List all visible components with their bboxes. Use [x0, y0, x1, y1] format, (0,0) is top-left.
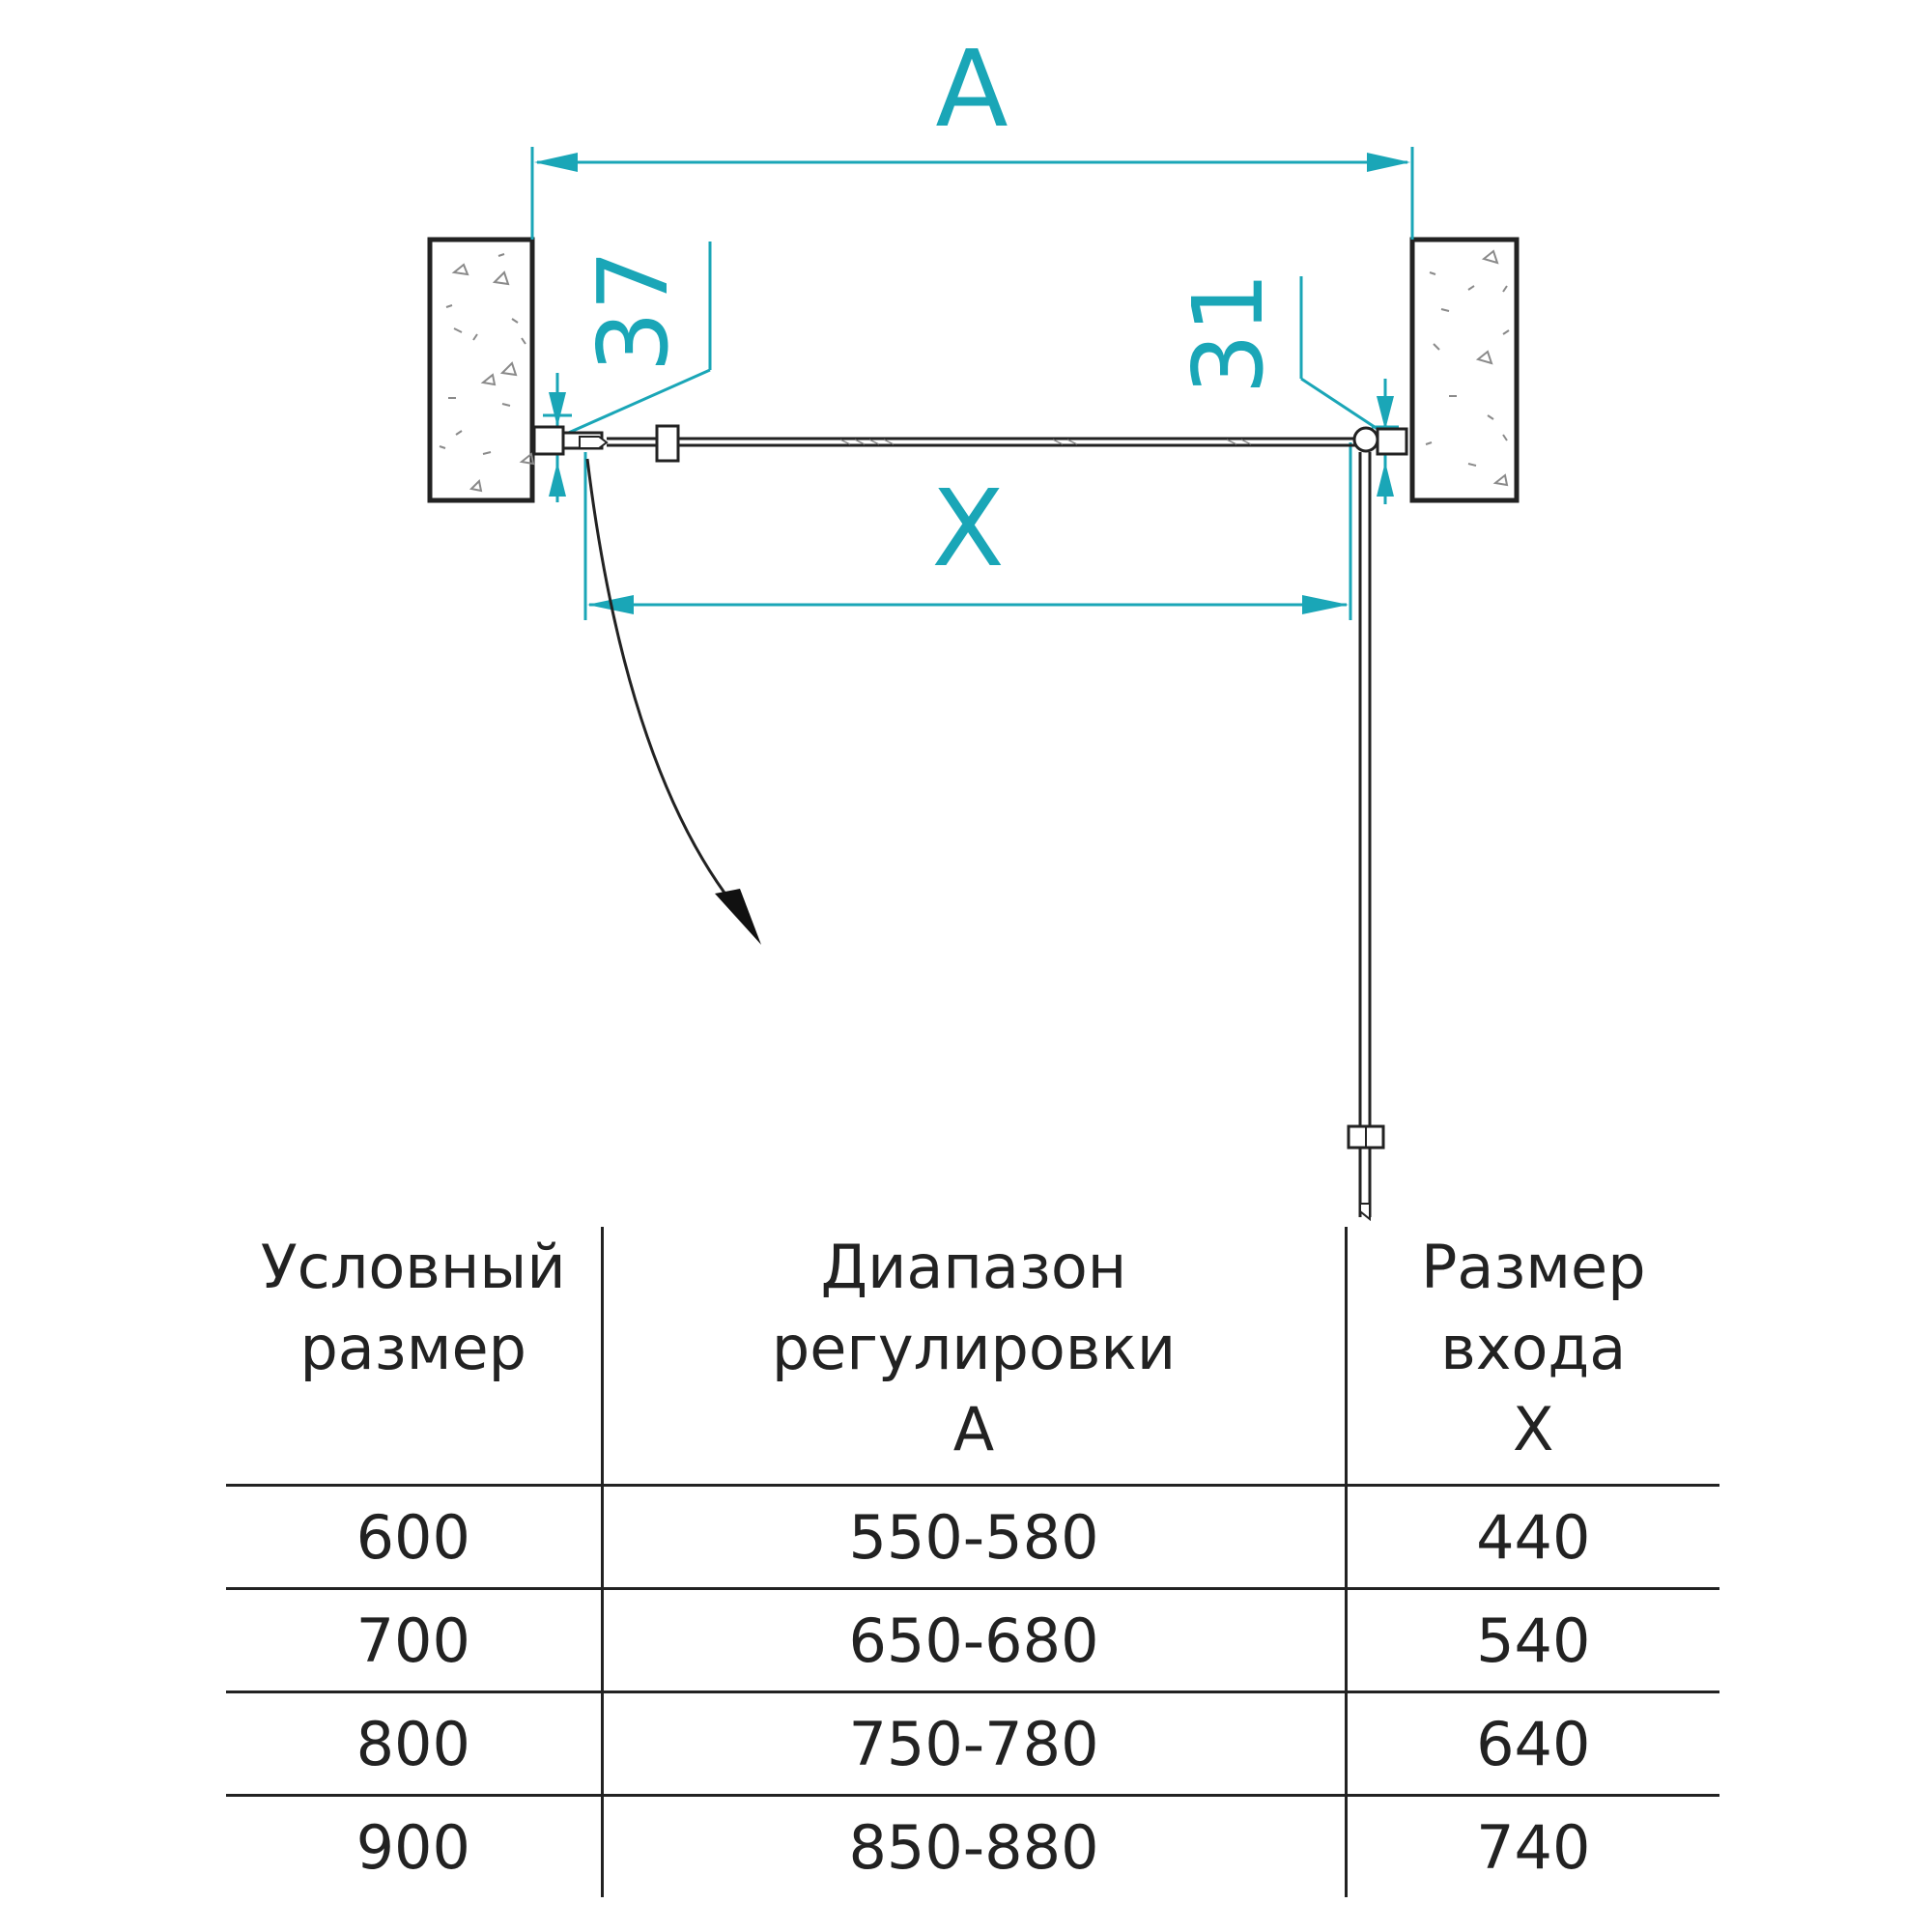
cell-entrance-size: 540 [1344, 1588, 1719, 1693]
table-row: 900 850-880 740 [226, 1795, 1719, 1897]
cell-entrance-size: 740 [1344, 1795, 1719, 1897]
dimension-right-offset: 31 [1172, 271, 1399, 504]
left-offset-label: 37 [577, 249, 690, 372]
cell-adjustment-range: 650-680 [600, 1588, 1346, 1693]
header-adjustment-range: Диапазон регулировки A [600, 1227, 1346, 1487]
cell-entrance-size: 640 [1344, 1691, 1719, 1797]
right-offset-label: 31 [1172, 271, 1285, 394]
cell-adjustment-range: 850-880 [600, 1795, 1346, 1897]
cell-nominal-size: 800 [226, 1691, 602, 1797]
size-table-container: Условный размер Диапазон регулировки A Р… [226, 1227, 1719, 1897]
door-assembly [532, 424, 1408, 1222]
header-entrance-size: Размер входа X [1344, 1227, 1719, 1487]
cell-nominal-size: 900 [355, 1811, 470, 1883]
cell-entrance-size: 440 [1344, 1485, 1719, 1590]
cell-adjustment-range: 550-580 [600, 1485, 1346, 1590]
left-wall [427, 237, 535, 503]
table-header-row: Условный размер Диапазон регулировки A Р… [226, 1227, 1719, 1487]
dimension-x-label: X [931, 467, 1004, 590]
table-row: 600 550-580 440 [226, 1485, 1719, 1590]
dimension-a-label: A [935, 27, 1008, 151]
dimension-left-offset: 37 [543, 242, 712, 502]
cell-nominal-size: 700 [226, 1588, 602, 1693]
door-swing-arrow [585, 458, 761, 945]
dimension-a: A [530, 27, 1414, 240]
table-row: 800 750-780 640 [226, 1691, 1719, 1797]
table-row: 700 650-680 540 [226, 1588, 1719, 1693]
size-table: Условный размер Диапазон регулировки A Р… [226, 1227, 1719, 1897]
cell-adjustment-range: 750-780 [600, 1691, 1346, 1797]
dimension-x: X [583, 442, 1352, 620]
cell-nominal-size: 600 [226, 1485, 602, 1590]
right-wall [1409, 237, 1520, 503]
shower-door-plan-diagram: A X 37 31 [427, 27, 1520, 1222]
header-nominal-size: Условный размер [226, 1227, 602, 1487]
